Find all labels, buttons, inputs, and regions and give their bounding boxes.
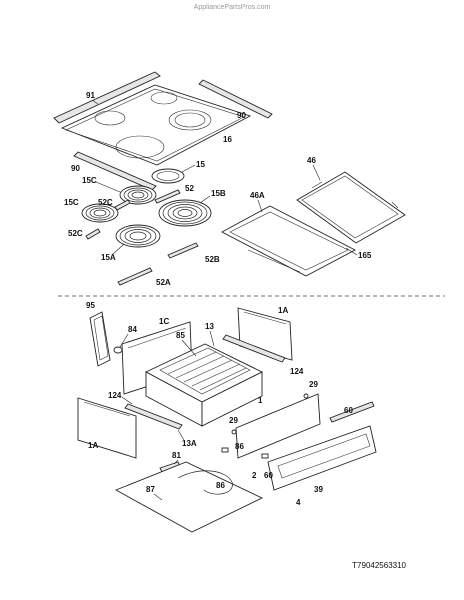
bracket-52[interactable]: [154, 189, 181, 204]
callout-86-bottom: 86: [216, 481, 225, 490]
callout-124-top: 124: [290, 367, 304, 376]
callout-52a: 52A: [156, 278, 171, 287]
callout-87: 87: [146, 485, 155, 494]
callout-15b: 15B: [211, 189, 226, 198]
callout-2: 2: [252, 471, 257, 480]
callout-95: 95: [86, 301, 95, 310]
callout-60-right: 60: [344, 406, 353, 415]
diagram-code: T79042563310: [352, 561, 406, 570]
bracket-52b[interactable]: [167, 242, 199, 259]
back-panel-1[interactable]: [235, 393, 321, 459]
screw-29-right[interactable]: [303, 393, 309, 399]
tray-46a[interactable]: [221, 205, 356, 277]
callout-85: 85: [176, 331, 185, 340]
callout-124-left: 124: [108, 391, 122, 400]
element-15b[interactable]: [158, 199, 212, 227]
callout-60-left: 60: [264, 471, 273, 480]
drawer-front-39[interactable]: [267, 425, 377, 491]
callout-91: 91: [86, 91, 95, 100]
callout-52: 52: [185, 184, 194, 193]
callout-81: 81: [172, 451, 181, 460]
callout-84: 84: [128, 325, 137, 334]
broiler-rack-85[interactable]: [159, 347, 251, 395]
heat-shield-46[interactable]: [296, 171, 406, 244]
callout-29-right: 29: [309, 380, 318, 389]
callout-165: 165: [358, 251, 372, 260]
clip-84[interactable]: [113, 346, 123, 354]
rail-124-left[interactable]: [124, 403, 183, 430]
callout-1: 1: [258, 396, 263, 405]
callout-1c: 1C: [159, 317, 169, 326]
rail-124-top[interactable]: [222, 334, 286, 363]
callout-52c-left: 52C: [68, 229, 83, 238]
watermark-text: AppliancePartsPros.com: [194, 4, 271, 11]
clip-60[interactable]: [261, 453, 269, 459]
callout-39: 39: [314, 485, 323, 494]
callout-16: 16: [223, 135, 232, 144]
trim-strip-91[interactable]: [53, 71, 161, 124]
bracket-52a[interactable]: [117, 267, 153, 286]
callout-29-left: 29: [229, 416, 238, 425]
clip-86-top[interactable]: [221, 447, 229, 453]
bracket-52c-top[interactable]: [114, 199, 131, 211]
callout-15c-top: 15C: [82, 176, 97, 185]
callout-15c-left: 15C: [64, 198, 79, 207]
bracket-52c-left[interactable]: [85, 228, 101, 240]
trim-strip-90-right[interactable]: [198, 79, 273, 119]
side-panel-1a-left[interactable]: [77, 397, 137, 459]
callout-13: 13: [205, 322, 214, 331]
element-15c-left[interactable]: [81, 203, 119, 223]
callout-86-top: 86: [235, 442, 244, 451]
callout-13a: 13A: [182, 439, 197, 448]
callout-46: 46: [307, 156, 316, 165]
callout-4: 4: [296, 498, 301, 507]
element-15a[interactable]: [115, 224, 161, 248]
callout-labels: 91 90 90 16 15 15C 52 52C 15B 15C 52C 15…: [64, 91, 372, 507]
drawer-bottom-87[interactable]: [114, 461, 264, 533]
callout-1a-left: 1A: [88, 441, 98, 450]
callout-46a: 46A: [250, 191, 265, 200]
screw-29-left[interactable]: [231, 429, 237, 435]
element-15c-top[interactable]: [119, 185, 157, 205]
callout-1a-right: 1A: [278, 306, 288, 315]
callout-15a: 15A: [101, 253, 116, 262]
callout-52b: 52B: [205, 255, 220, 264]
callout-52c-top: 52C: [98, 198, 113, 207]
callout-15: 15: [196, 160, 205, 169]
bracket-95[interactable]: [89, 311, 111, 367]
handle-60[interactable]: [329, 401, 375, 423]
cooktop-glass-16[interactable]: [60, 84, 252, 166]
callout-90-right: 90: [237, 111, 246, 120]
limiter-15[interactable]: [151, 168, 185, 184]
callout-90-left: 90: [71, 164, 80, 173]
